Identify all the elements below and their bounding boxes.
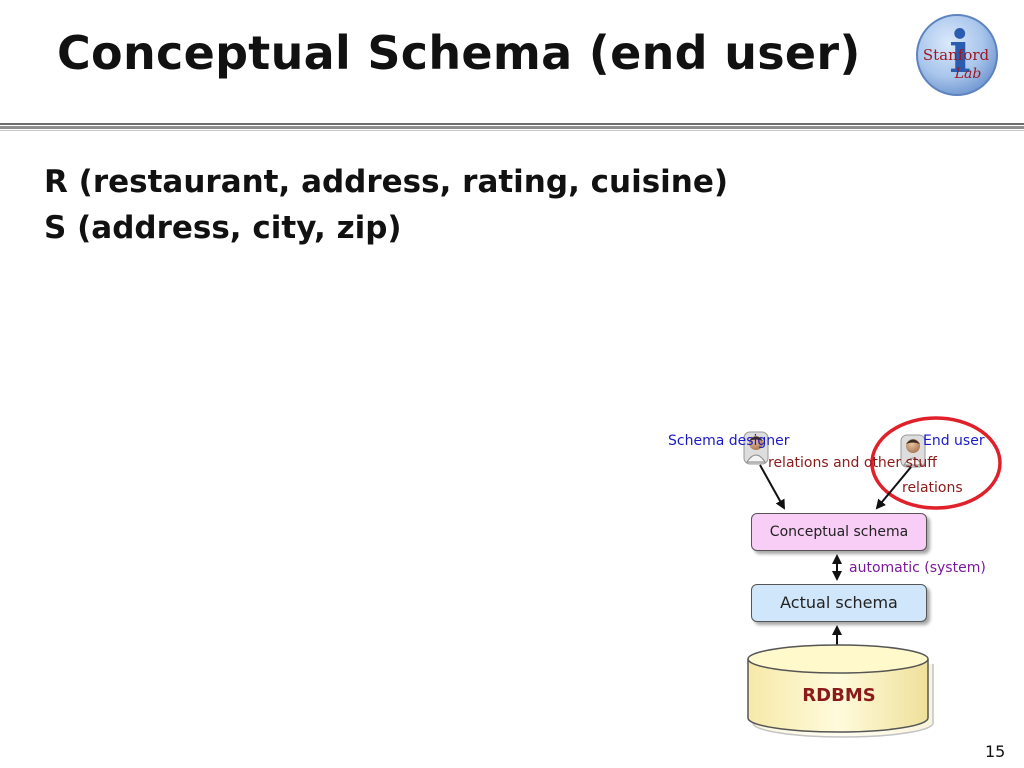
diagram-graphics xyxy=(743,416,1002,738)
enduser-arrow xyxy=(875,466,912,510)
conceptual-schema-box: Conceptual schema xyxy=(751,513,927,551)
person-icon xyxy=(900,434,926,468)
rdbms-label: RDBMS xyxy=(802,685,876,706)
title-divider xyxy=(0,123,1024,131)
automatic-system-label: automatic (system) xyxy=(849,560,986,576)
actual-schema-box: Actual schema xyxy=(751,584,927,622)
person-icon xyxy=(743,431,769,465)
schema-designer-label: Schema designer xyxy=(668,433,790,449)
relation-s-line: S (address, city, zip) xyxy=(44,210,402,246)
stanford-lab-logo: i Stanford Lab xyxy=(916,14,998,96)
slide-title: Conceptual Schema (end user) xyxy=(57,26,861,80)
page-number: 15 xyxy=(985,742,1006,761)
relations-and-other-stuff-label: relations and other stuff xyxy=(768,455,937,471)
relation-r-line: R (restaurant, address, rating, cuisine) xyxy=(44,164,729,200)
logo-text-top: Stanford xyxy=(923,46,990,64)
logo-glyph: i xyxy=(949,18,971,86)
schema-diagram: Schema designer End user relations and o… xyxy=(640,415,1024,745)
relations-label: relations xyxy=(902,480,963,496)
highlight-circle xyxy=(870,416,1002,510)
designer-arrow xyxy=(759,464,785,510)
logo-text-bottom: Lab xyxy=(954,66,982,82)
database-cylinder xyxy=(747,644,934,738)
end-user-label: End user xyxy=(923,433,985,449)
